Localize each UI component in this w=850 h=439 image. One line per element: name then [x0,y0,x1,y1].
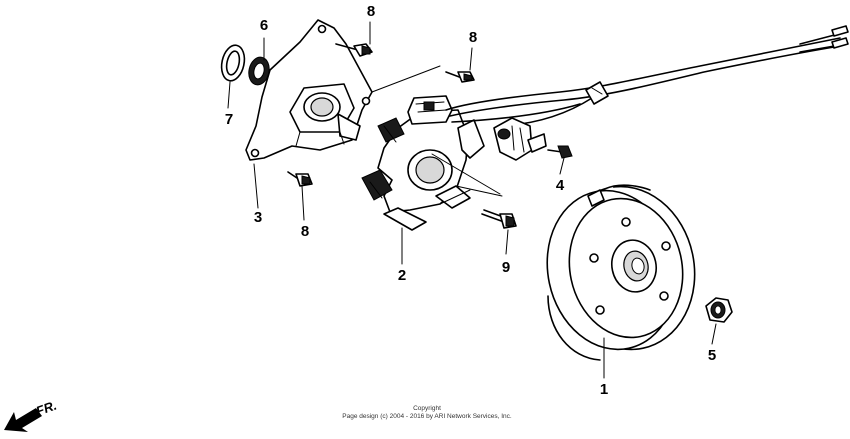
pulser-coil[interactable] [493,117,547,161]
wire-harness [445,25,849,127]
part-9-flange-bolt[interactable] [481,209,517,229]
copyright-line-1: Copyright [413,405,441,412]
callout-8-top[interactable]: 8 [367,3,375,20]
part-8-screw-mid[interactable] [445,71,475,83]
part-8-screw-bottom[interactable] [287,171,313,187]
part-6-oil-seal[interactable] [246,55,271,87]
arrow-icon [4,408,42,432]
callout-4[interactable]: 4 [556,177,565,194]
callout-5[interactable]: 5 [708,347,716,364]
front-direction-arrow: FR. [4,398,59,432]
part-2-pulser-stator[interactable] [361,95,485,231]
part-4-bolt[interactable] [547,145,573,159]
callout-8-mid[interactable]: 8 [469,29,477,46]
part-8-screw-top[interactable] [335,43,373,57]
part-3-base-plate[interactable] [245,19,373,161]
callout-1[interactable]: 1 [600,381,608,398]
callout-6[interactable]: 6 [260,17,268,34]
part-5-nut[interactable] [705,297,733,323]
callout-8-bottom[interactable]: 8 [301,223,309,240]
part-1-flywheel[interactable] [533,174,710,363]
copyright-line-2: Page design (c) 2004 - 2016 by ARI Netwo… [342,413,512,420]
front-label: FR. [34,398,59,419]
callout-3[interactable]: 3 [254,209,262,226]
callout-7[interactable]: 7 [225,111,233,128]
callout-numbers: 6 7 8 8 8 3 2 9 4 1 5 [225,3,716,398]
callout-9[interactable]: 9 [502,259,510,276]
copyright-notice: Copyright Page design (c) 2004 - 2016 by… [342,405,512,420]
part-7-o-ring[interactable] [218,43,247,83]
callout-2[interactable]: 2 [398,267,406,284]
leader-lines [227,21,717,379]
